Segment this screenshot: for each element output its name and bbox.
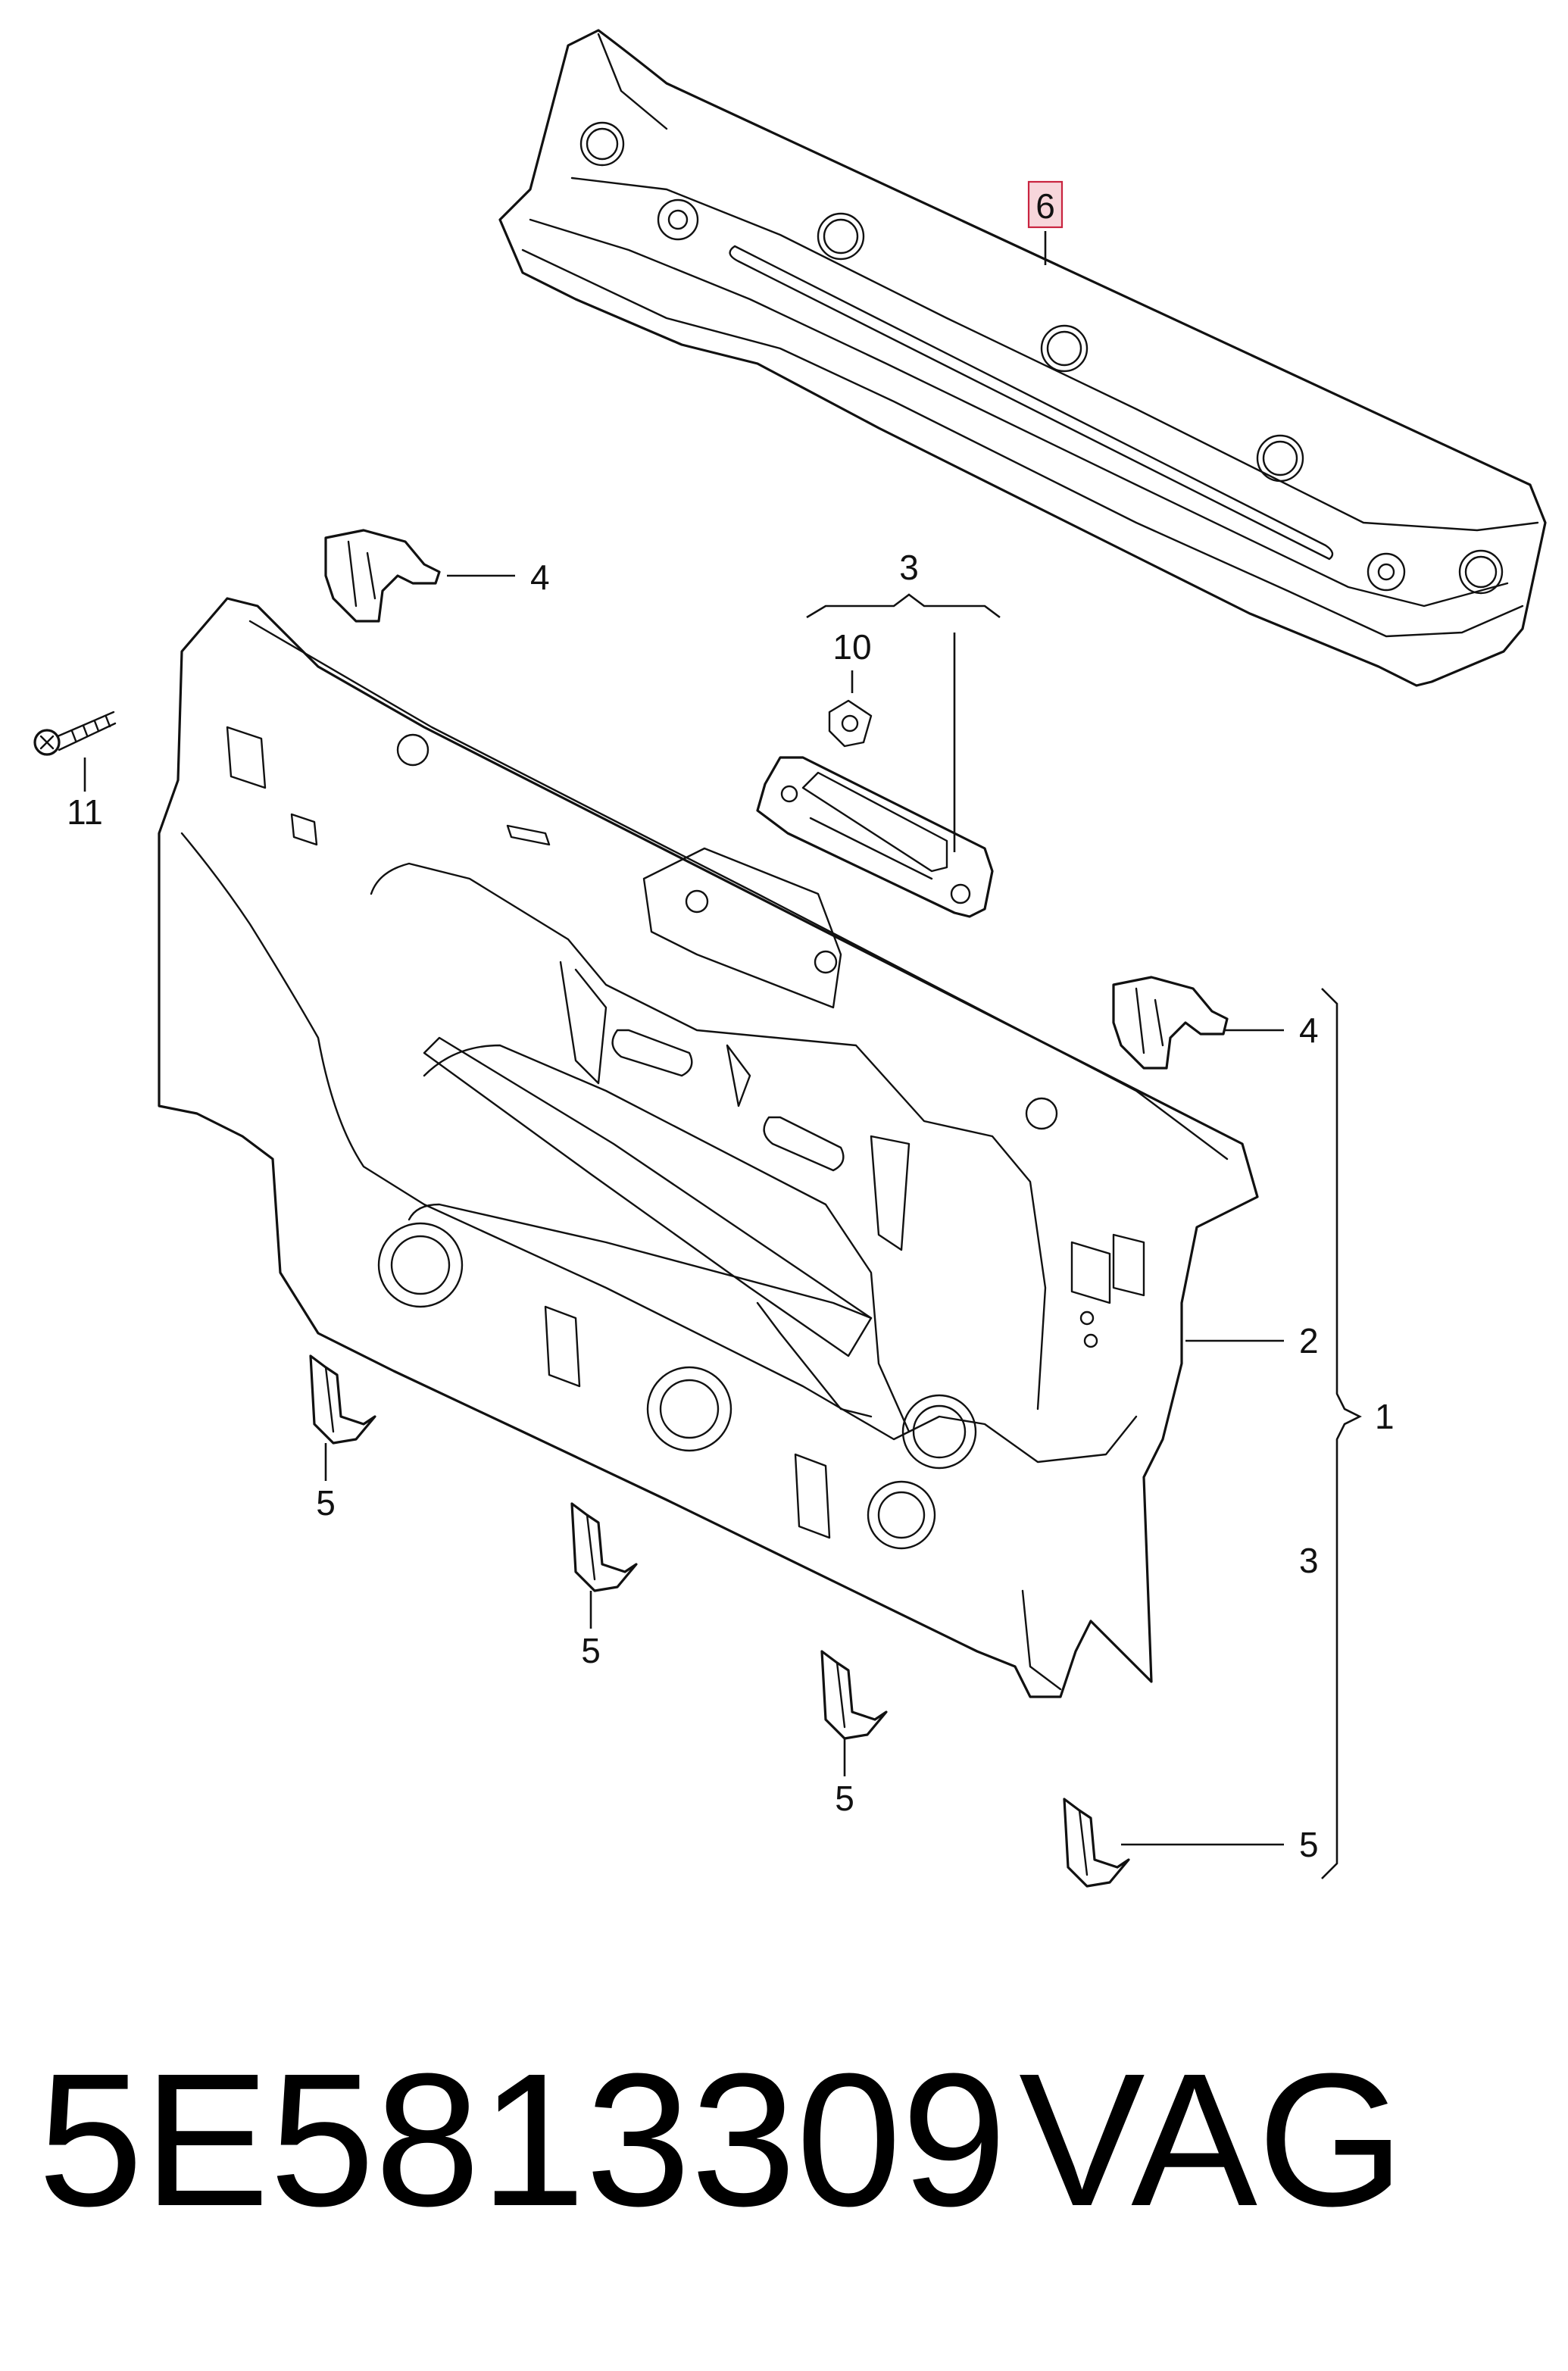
rear-panel-part-2 — [158, 597, 1259, 1698]
callout-5-b: 5 — [581, 1631, 601, 1670]
clip-part-4-right — [1112, 976, 1229, 1070]
leader-lines — [83, 231, 1362, 1879]
clip-part-4-top — [324, 529, 441, 623]
callout-4-top: 4 — [530, 558, 550, 597]
callout-5-right: 5 — [1299, 1825, 1319, 1864]
bracket-part-5-a — [309, 1354, 376, 1445]
callout-2: 2 — [1299, 1321, 1319, 1360]
callout-6: 6 — [1035, 186, 1055, 226]
callout-5-a: 5 — [316, 1483, 336, 1523]
part-number: 5E5813309 — [38, 2034, 1007, 2245]
callout-5-c: 5 — [835, 1779, 854, 1818]
screw-part-11 — [33, 711, 117, 756]
bracket-part-5-d — [1063, 1798, 1130, 1888]
cross-member-part-6 — [498, 29, 1547, 687]
bracket-part-5-c — [820, 1650, 888, 1740]
bracket-part-3 — [756, 699, 994, 918]
callout-4-right: 4 — [1299, 1011, 1319, 1050]
callout-6-highlight — [1027, 180, 1064, 229]
bracket-part-5-b — [570, 1502, 638, 1592]
callout-3-top: 3 — [899, 548, 919, 587]
brand-label: VAG — [1019, 2034, 1405, 2245]
callout-10: 10 — [832, 627, 871, 667]
callout-1: 1 — [1375, 1397, 1395, 1436]
callout-11: 11 — [67, 792, 103, 832]
callout-3-right: 3 — [1299, 1541, 1319, 1580]
